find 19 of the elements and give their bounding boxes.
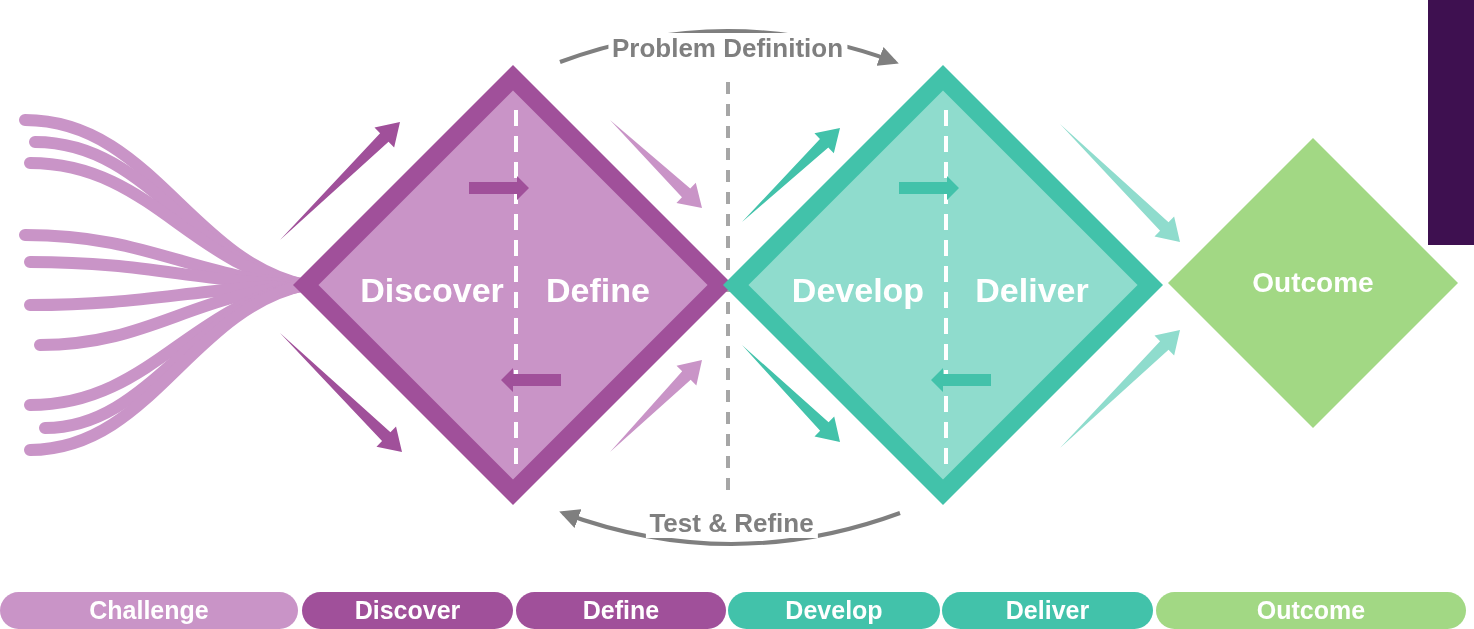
phase-bar — [0, 592, 298, 629]
phase-bar — [516, 592, 726, 629]
phase-label: Discover — [354, 596, 461, 625]
phase-label: Discover — [360, 270, 504, 310]
phase-label: Outcome — [1252, 267, 1374, 299]
phase-bar — [942, 592, 1153, 629]
curved-arrow — [559, 508, 901, 546]
phase-label: Challenge — [89, 596, 209, 625]
phase-bar — [728, 592, 940, 629]
phase-label: Outcome — [1256, 596, 1366, 625]
phase-label: Deliver — [1005, 596, 1090, 625]
side-bar — [1428, 0, 1474, 245]
phase-label: Deliver — [975, 270, 1089, 310]
phase-label: Develop — [785, 596, 883, 625]
phase-bar — [302, 592, 513, 629]
phase-label: Define — [546, 270, 650, 310]
phase-label: Define — [582, 596, 660, 625]
phase-bar — [1156, 592, 1466, 629]
phase-label: Develop — [791, 270, 925, 310]
